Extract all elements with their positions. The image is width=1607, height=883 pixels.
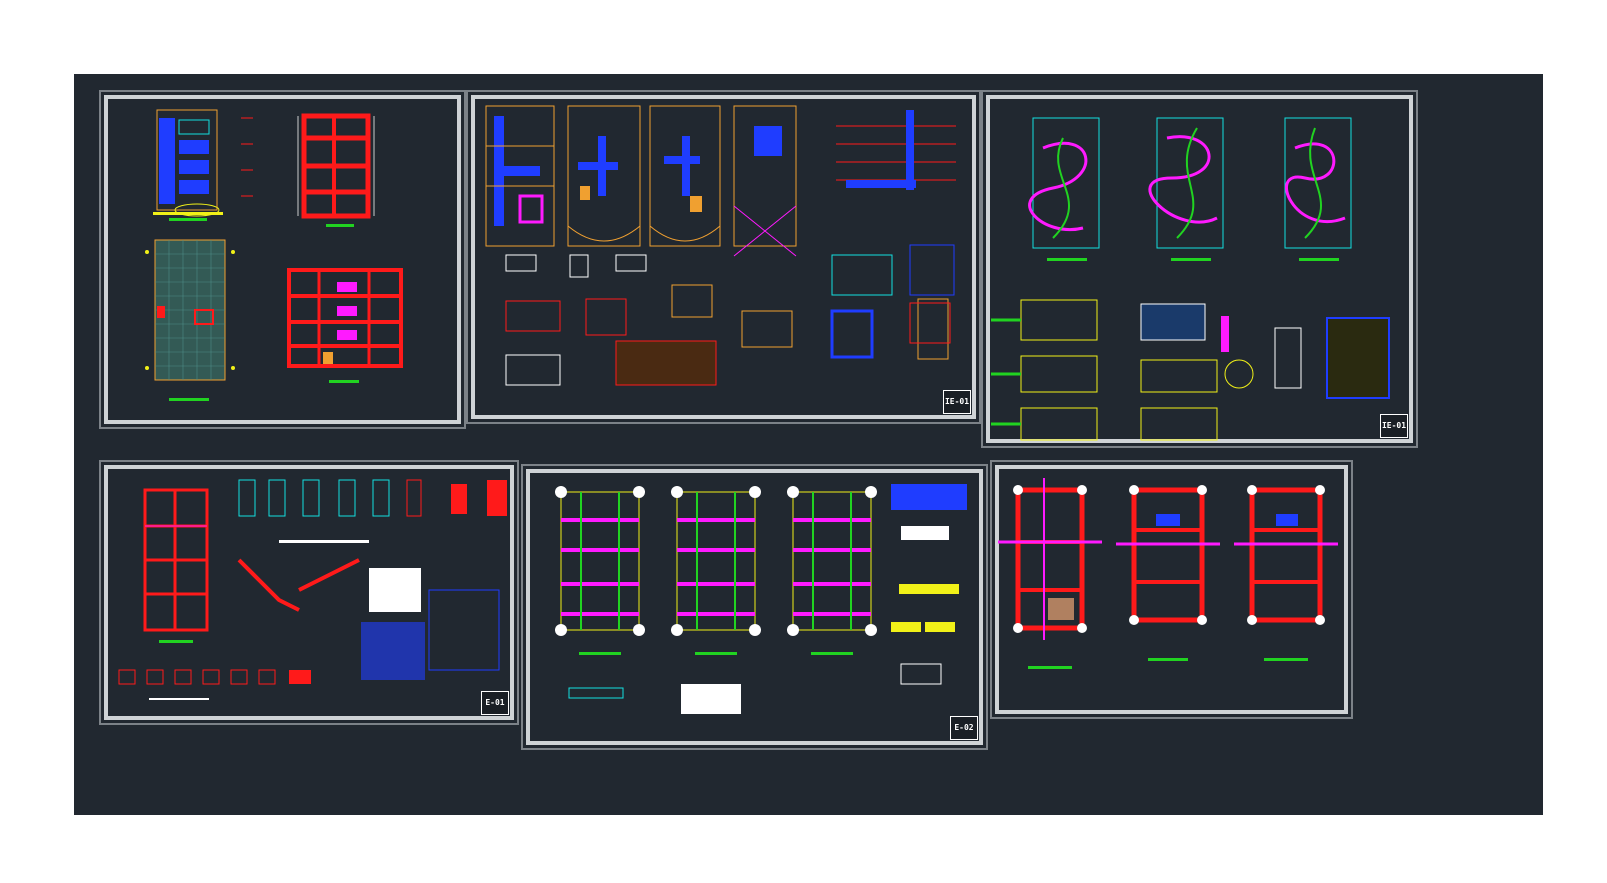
sheet-border-outer <box>990 460 1353 719</box>
sheet-label-box: E-02 <box>950 716 978 740</box>
electrical-plan-2 <box>1148 117 1224 261</box>
footing-details <box>238 479 507 543</box>
electrical-plan-3 <box>1284 117 1352 261</box>
sheet-label-box: IE-01 <box>1380 414 1408 438</box>
sheet-border-outer <box>521 464 988 750</box>
sheet-border-inner <box>986 95 1413 443</box>
details <box>505 244 955 386</box>
framing-plan-2 <box>671 486 761 655</box>
sheet-installations[interactable]: IE-01 <box>466 90 981 424</box>
floor-plan <box>145 239 235 401</box>
floor-plan-3 <box>1234 485 1338 661</box>
sheet-framing-drawing <box>555 484 967 714</box>
sheet-border-outer <box>99 90 466 429</box>
plan-1 <box>485 105 555 247</box>
framing-plan-1 <box>555 486 645 655</box>
stair-details <box>237 558 500 680</box>
sheet-border-inner <box>526 469 983 745</box>
column-schedule <box>118 669 311 700</box>
sheet-architecture-drawing <box>145 109 403 401</box>
building-section <box>297 113 375 227</box>
sheet-floor-plans[interactable] <box>990 460 1353 719</box>
sheet-border-inner <box>471 95 976 419</box>
sheet-border-inner <box>995 465 1348 714</box>
sheet-border-inner <box>104 465 514 720</box>
sheet-label-box: IE-01 <box>943 390 971 414</box>
sheet-electrical[interactable]: IE-01 <box>981 90 1418 448</box>
table-detail <box>681 684 741 714</box>
electrical-plan-1 <box>1028 117 1100 261</box>
sheet-installations-drawing <box>485 105 956 386</box>
sheet-architecture[interactable] <box>99 90 466 429</box>
riser-diagram <box>836 110 956 190</box>
framing-details <box>891 484 967 685</box>
sheet-floor-plans-drawing <box>998 478 1338 669</box>
drawing-canvas[interactable]: IE-01 <box>74 74 1543 815</box>
sheet-border-outer <box>99 460 519 725</box>
plan-2 <box>567 105 641 247</box>
legend-boxes <box>991 299 1390 441</box>
sheet-border-outer <box>466 90 981 424</box>
plan-4 <box>733 105 797 257</box>
framing-plan-3 <box>787 486 877 655</box>
sheet-electrical-drawing <box>991 117 1390 441</box>
floor-plan-2 <box>1116 485 1220 661</box>
sheet-border-outer <box>981 90 1418 448</box>
sheet-border-inner <box>104 95 461 424</box>
plan-3 <box>649 105 721 247</box>
beam-detail <box>568 687 624 699</box>
sheet-structural-drawing <box>118 479 507 700</box>
sheet-framing[interactable]: E-02 <box>521 464 988 750</box>
front-elevation <box>153 109 253 221</box>
foundation-plan <box>143 488 209 643</box>
sheet-structural[interactable]: E-01 <box>99 460 519 725</box>
building-section-2 <box>287 268 403 383</box>
floor-plan-1 <box>998 478 1102 669</box>
sheet-label-box: E-01 <box>481 691 509 715</box>
